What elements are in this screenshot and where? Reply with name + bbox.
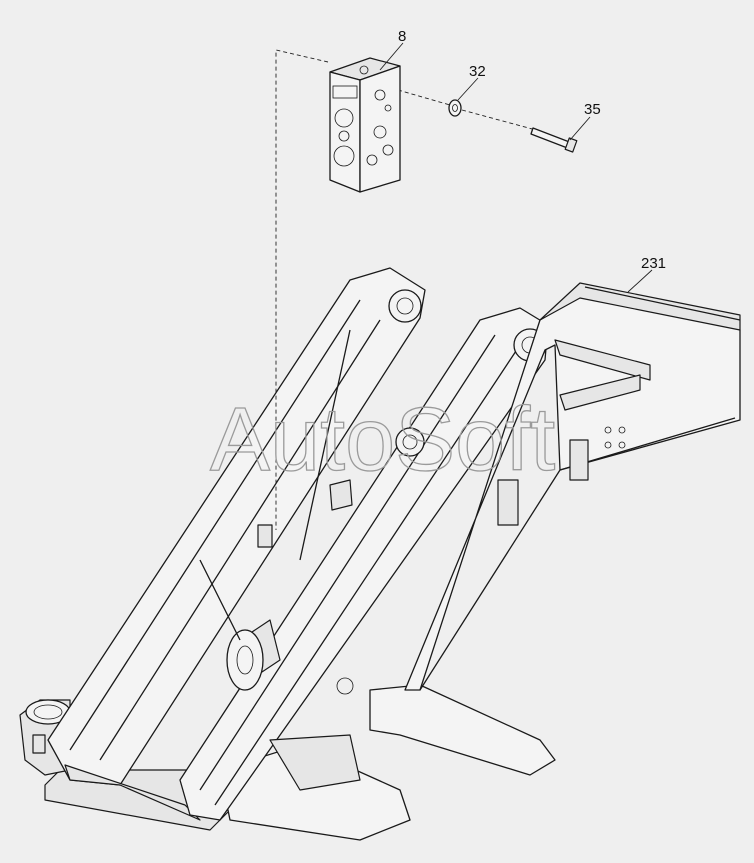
part-32-washer: [448, 99, 462, 117]
part-8-valve-block: [329, 57, 401, 193]
leader-lines: [379, 42, 653, 293]
watermark-text: AutoSoft: [210, 390, 555, 490]
assembly-lines: [275, 49, 537, 530]
part-35-bolt: [530, 127, 578, 153]
callout-32: 32: [469, 63, 486, 80]
callout-8: 8: [398, 28, 406, 45]
boom-arm-left: [47, 267, 426, 821]
boom-arm-right: [179, 307, 549, 821]
callout-231: 231: [641, 255, 666, 272]
frame-cross-members: [199, 329, 361, 791]
frame-body-panel: [336, 282, 741, 695]
callout-35: 35: [584, 101, 601, 118]
